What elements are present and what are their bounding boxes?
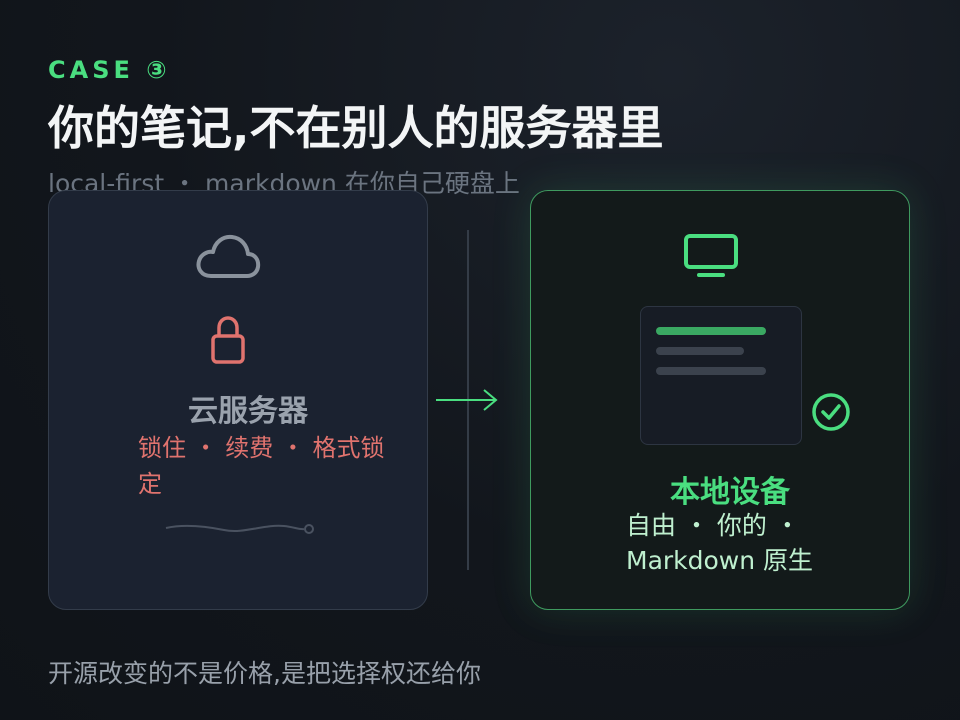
arrow-right-icon: [436, 389, 498, 411]
doc-line: [656, 347, 744, 355]
footer-tagline: 开源改变的不是价格,是把选择权还给你: [48, 659, 481, 688]
doc-line: [656, 327, 766, 335]
doc-line: [656, 367, 766, 375]
cloud-server-tags: 锁住 ・ 续费 ・ 格式锁定: [138, 434, 385, 498]
page-title: 你的笔记,不在别人的服务器里: [48, 101, 664, 155]
cloud-server-title: 云服务器: [188, 394, 308, 429]
monitor-icon: [684, 234, 738, 277]
squiggle-decoration: [165, 524, 314, 534]
check-circle-icon: [812, 393, 850, 431]
local-device-title: 本地设备: [670, 475, 790, 510]
case-eyebrow: CASE ③: [48, 56, 171, 84]
local-device-tags: 自由 ・ 你的 ・ Markdown 原生: [626, 511, 814, 575]
cloud-server-card: [48, 190, 428, 610]
lock-icon: [211, 316, 245, 364]
cloud-icon: [196, 234, 261, 278]
markdown-document: [640, 306, 802, 445]
